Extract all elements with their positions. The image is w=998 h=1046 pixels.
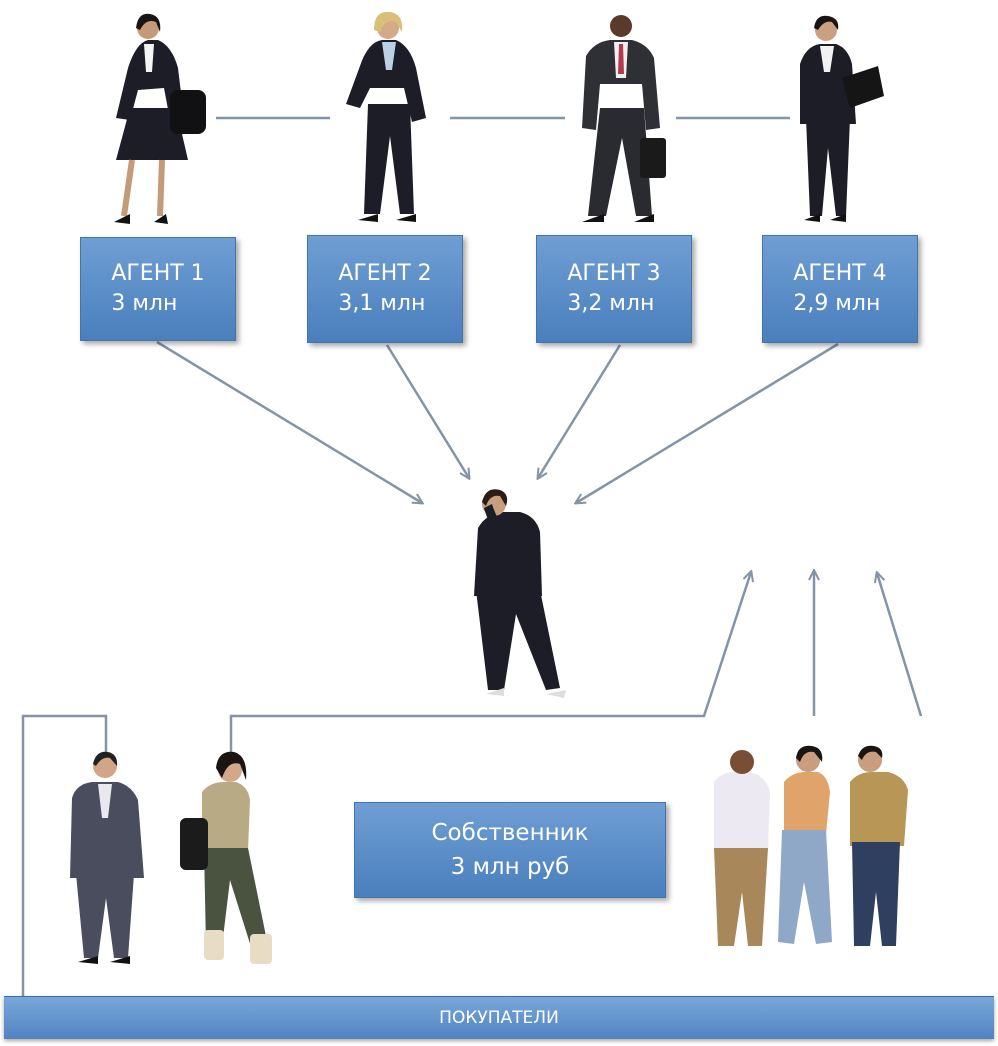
buyers-label: ПОКУПАТЕЛИ: [439, 1008, 559, 1028]
agent-box-1: АГЕНТ 1 3 млн: [80, 237, 236, 341]
arrow-agent2-to-owner: [385, 344, 469, 478]
agent-1-figure: [114, 13, 206, 224]
agent-box-4: АГЕНТ 4 2,9 млн: [762, 235, 918, 343]
buyer1-connector: [21, 714, 108, 998]
owner-figure: [474, 489, 566, 698]
buyer-1-figure: [70, 751, 144, 964]
agent-4-price: 2,9 млн: [793, 291, 881, 316]
buyer2-connector: [229, 572, 751, 752]
arrow-agent3-to-owner: [538, 344, 622, 478]
agent-1-name: АГЕНТ 1: [111, 261, 205, 286]
arrow-agent1-to-owner: [156, 340, 422, 503]
agent-2-name: АГЕНТ 2: [338, 261, 432, 286]
arrow-buyer-group-right: [877, 573, 923, 717]
agent-1-price: 3 млн: [111, 291, 178, 316]
agent-3-price: 3,2 млн: [567, 291, 655, 316]
agent-2-price: 3,1 млн: [338, 291, 426, 316]
owner-box: Собственник 3 млн руб: [354, 802, 666, 898]
agent-box-2: АГЕНТ 2 3,1 млн: [307, 235, 463, 343]
agent-3-name: АГЕНТ 3: [567, 261, 661, 286]
agent-4-name: АГЕНТ 4: [793, 261, 887, 286]
agent-box-3: АГЕНТ 3 3,2 млн: [536, 235, 692, 343]
buyer-group-figure: [714, 745, 908, 946]
agent-4-figure: [800, 15, 884, 222]
owner-price: 3 млн руб: [450, 854, 570, 880]
buyers-bar: ПОКУПАТЕЛИ: [4, 996, 994, 1039]
owner-label: Собственник: [431, 820, 589, 846]
buyer-2-figure: [180, 751, 272, 964]
agent-3-figure: [582, 15, 666, 222]
agent-2-figure: [346, 11, 426, 222]
arrow-agent4-to-owner: [576, 342, 839, 503]
